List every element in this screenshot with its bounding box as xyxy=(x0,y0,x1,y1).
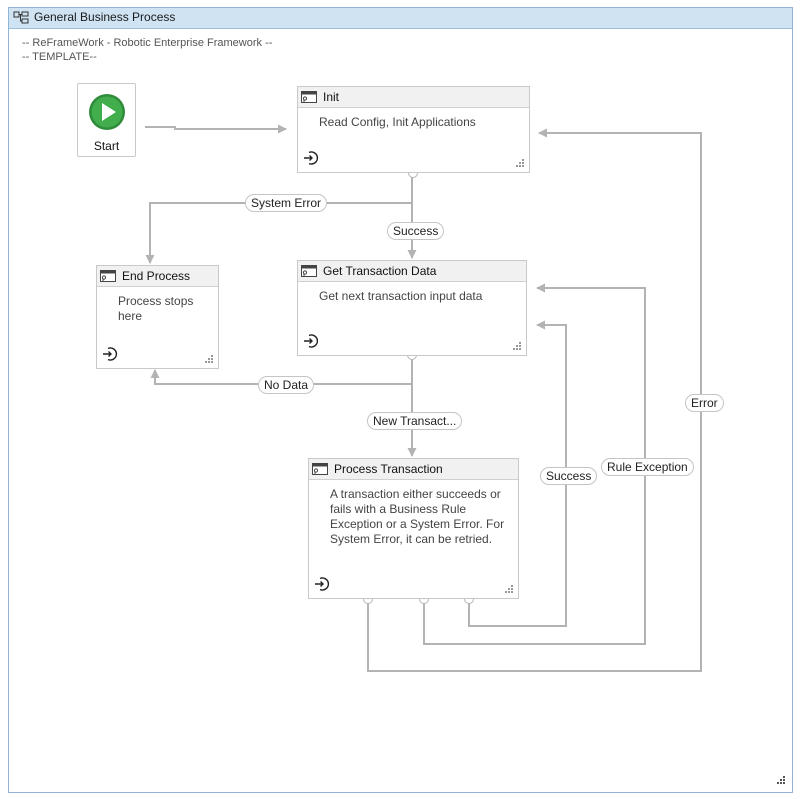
state-icon xyxy=(301,91,317,103)
transition-label-process-success[interactable]: Success xyxy=(540,467,598,485)
state-icon xyxy=(312,463,328,475)
transition-label-init-success[interactable]: Success xyxy=(387,222,445,240)
state-get-transaction-description: Get next transaction input data xyxy=(319,289,483,303)
wire-process-success[interactable] xyxy=(468,320,567,627)
state-process-transaction-title: Process Transaction xyxy=(334,462,443,476)
state-end-process-title: End Process xyxy=(122,269,191,283)
wire-rule-exception[interactable] xyxy=(423,283,646,645)
transition-label-no-data[interactable]: No Data xyxy=(258,376,315,394)
state-init-title: Init xyxy=(323,90,340,104)
start-node[interactable]: Start xyxy=(77,83,136,157)
transition-label-error[interactable]: Error xyxy=(685,394,724,412)
transition-label-rule-exception[interactable]: Rule Exception xyxy=(601,458,694,476)
entry-icon xyxy=(304,151,319,165)
state-icon xyxy=(100,270,116,282)
state-get-transaction-title: Get Transaction Data xyxy=(323,264,437,278)
state-icon xyxy=(301,265,317,277)
entry-icon xyxy=(304,334,319,348)
state-process-transaction-header: Process Transaction xyxy=(309,459,518,480)
entry-icon xyxy=(315,577,330,591)
state-get-transaction-header: Get Transaction Data xyxy=(298,261,526,282)
state-end-process-header: End Process xyxy=(97,266,218,287)
state-process-transaction[interactable]: Process Transaction A transaction either… xyxy=(308,458,519,599)
transition-label-system-error[interactable]: System Error xyxy=(245,194,328,212)
annotation-line-2: -- TEMPLATE-- xyxy=(22,51,97,63)
state-process-transaction-description: A transaction either succeeds or fails w… xyxy=(330,487,505,546)
resize-grip-icon[interactable] xyxy=(204,354,213,363)
transition-label-new-transaction[interactable]: New Transact... xyxy=(367,412,463,430)
resize-grip-icon[interactable] xyxy=(776,775,785,784)
flowchart-icon xyxy=(13,11,29,24)
wire-start-init[interactable] xyxy=(145,124,287,134)
wire-error[interactable] xyxy=(367,128,702,672)
state-init[interactable]: Init Read Config, Init Applications xyxy=(297,86,530,173)
annotation-line-1: -- ReFrameWork - Robotic Enterprise Fram… xyxy=(22,37,273,49)
resize-grip-icon[interactable] xyxy=(512,341,521,350)
state-end-process-description: Process stops here xyxy=(118,294,194,323)
state-init-header: Init xyxy=(298,87,529,108)
start-label: Start xyxy=(93,139,120,153)
state-get-transaction-data[interactable]: Get Transaction Data Get next transactio… xyxy=(297,260,527,356)
wire-system-error[interactable] xyxy=(145,173,413,264)
start-play-icon xyxy=(89,94,125,130)
resize-grip-icon[interactable] xyxy=(515,158,524,167)
flowchart-header: General Business Process xyxy=(9,8,792,29)
state-init-description: Read Config, Init Applications xyxy=(319,115,476,129)
state-end-process[interactable]: End Process Process stops here xyxy=(96,265,219,369)
resize-grip-icon[interactable] xyxy=(504,584,513,593)
entry-icon xyxy=(103,347,118,361)
flowchart-title: General Business Process xyxy=(34,10,176,24)
